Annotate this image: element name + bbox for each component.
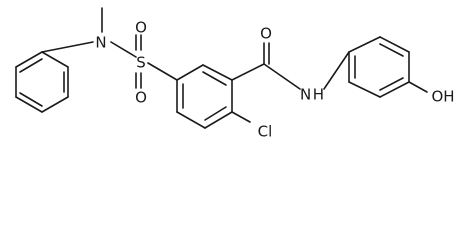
sulfonamide-group xyxy=(41,7,178,89)
chlorine-label: Cl xyxy=(258,123,273,141)
phenyl-ring-left xyxy=(15,51,69,113)
nitrogen-sulfonamide-label: N xyxy=(95,34,106,52)
hydroxyphenyl-ring xyxy=(348,36,428,98)
chloro-bond xyxy=(231,111,251,123)
molecule-canvas: N S O O O N H OH Cl xyxy=(15,7,455,141)
carbonyl-oxygen-label: O xyxy=(260,25,272,43)
amide-nh-label: N H xyxy=(300,86,324,104)
sulfonyl-oxygen-bottom-label: O xyxy=(135,89,147,107)
sulfur-label: S xyxy=(136,54,146,72)
hydroxyl-label: OH xyxy=(431,88,454,106)
benzene-ring-center xyxy=(176,64,233,129)
sulfonyl-oxygen-top-label: O xyxy=(135,19,147,37)
molecule-structure: N S O O O N H OH Cl xyxy=(15,7,455,141)
amide-group xyxy=(231,42,350,90)
